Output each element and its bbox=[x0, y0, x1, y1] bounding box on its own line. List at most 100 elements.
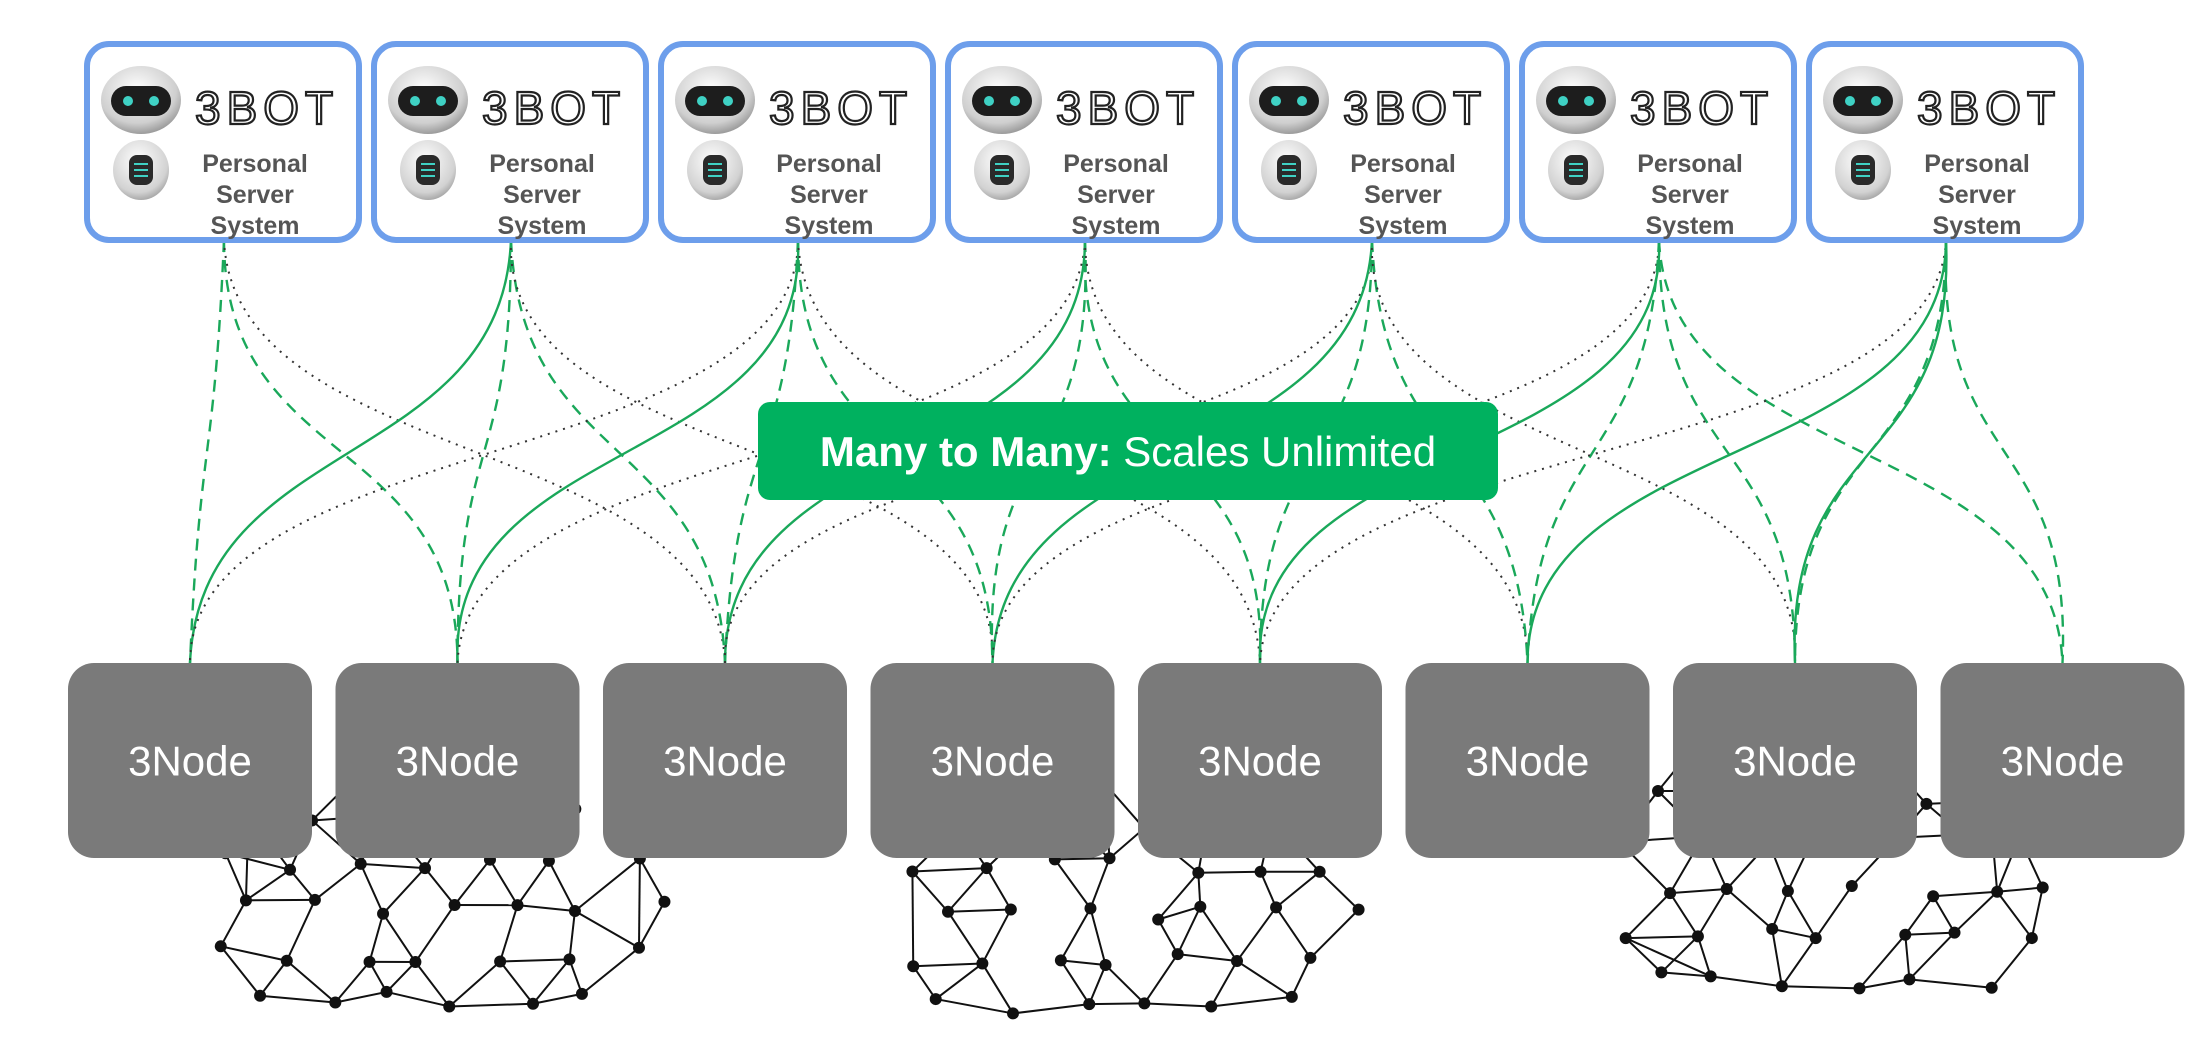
mesh-edge bbox=[1905, 931, 1955, 936]
mesh-edge bbox=[1309, 908, 1360, 959]
connection-dashed bbox=[509, 239, 727, 664]
mesh-edge bbox=[574, 910, 640, 949]
node-background bbox=[68, 663, 312, 858]
mesh-edge bbox=[568, 910, 576, 960]
connection-dashed bbox=[1657, 239, 1797, 664]
mesh-edge bbox=[1236, 960, 1293, 998]
mesh-vertex bbox=[2025, 932, 2038, 945]
bot-caption-line: Personal bbox=[1924, 150, 2030, 178]
mesh-vertex bbox=[563, 953, 576, 966]
mesh-edge bbox=[1990, 937, 2033, 989]
mesh-edge bbox=[334, 961, 371, 1004]
banner-rest: Scales Unlimited bbox=[1112, 428, 1436, 475]
mesh-vertex bbox=[1205, 1000, 1218, 1013]
bot-logo-text: 3BOT bbox=[769, 82, 913, 134]
node-background bbox=[603, 663, 847, 858]
mesh-edge bbox=[1089, 908, 1107, 966]
mesh-edge bbox=[1669, 892, 1699, 937]
node-box: 3Node bbox=[335, 663, 580, 858]
bot-logo-text: 3BOT bbox=[1056, 82, 1200, 134]
connection-dotted bbox=[1370, 239, 1797, 664]
mesh-edge bbox=[1259, 871, 1277, 908]
mesh-edge bbox=[532, 992, 583, 1005]
mesh-edge bbox=[1997, 886, 2043, 893]
mesh-vertex bbox=[1084, 902, 1097, 915]
node-label: 3Node bbox=[1466, 738, 1590, 785]
bot-logo-text: 3BOT bbox=[195, 82, 339, 134]
node-box: 3Node bbox=[1940, 663, 2185, 858]
mesh-vertex bbox=[1991, 885, 2004, 898]
mesh-edge bbox=[1661, 971, 1711, 978]
mesh-vertex bbox=[511, 899, 524, 912]
mesh-vertex bbox=[1691, 930, 1704, 943]
mesh-vertex bbox=[907, 960, 920, 973]
mesh-vertex bbox=[1720, 883, 1733, 896]
mesh-edge bbox=[424, 867, 456, 906]
mesh-edge bbox=[516, 860, 550, 906]
mesh-edge bbox=[285, 899, 316, 962]
mesh-vertex bbox=[658, 895, 671, 908]
bot-logo-text: 3BOT bbox=[1343, 82, 1487, 134]
mesh-vertex bbox=[929, 993, 942, 1006]
node-background bbox=[335, 663, 580, 858]
mesh-vertex bbox=[443, 1000, 456, 1013]
mesh-edge bbox=[220, 945, 288, 962]
mesh-vertex bbox=[1655, 966, 1668, 979]
mesh-edge bbox=[1060, 959, 1091, 1005]
mesh-vertex bbox=[1664, 887, 1677, 900]
mesh-edge bbox=[1904, 934, 1911, 980]
mesh-edge bbox=[499, 904, 519, 962]
mesh-vertex bbox=[568, 904, 581, 917]
mesh-edge bbox=[532, 958, 571, 1005]
mesh-edge bbox=[286, 959, 336, 1004]
banner-bold: Many to Many: bbox=[820, 428, 1112, 475]
mesh-edge bbox=[489, 859, 519, 906]
mesh-edge bbox=[1696, 936, 1712, 977]
mesh-edge bbox=[2030, 887, 2044, 939]
bot-caption-line: Personal bbox=[1350, 150, 1456, 178]
mesh-edge bbox=[1771, 928, 1783, 987]
mesh-edge bbox=[574, 857, 641, 912]
mesh-edge bbox=[245, 868, 291, 902]
mesh-edge bbox=[1771, 890, 1789, 930]
mesh-edge bbox=[1909, 978, 1992, 989]
mesh-edge bbox=[913, 962, 983, 968]
robot-icon bbox=[1823, 66, 1903, 200]
mesh-edge bbox=[1771, 927, 1816, 940]
mesh-vertex bbox=[380, 985, 393, 998]
mesh-edge bbox=[1787, 890, 1817, 939]
connection-solid bbox=[188, 239, 513, 664]
connection-dashed bbox=[1526, 239, 1661, 664]
node-background bbox=[1940, 663, 2185, 858]
mesh-vertex bbox=[1171, 948, 1184, 961]
mesh-vertex bbox=[1766, 922, 1779, 935]
mesh-vertex bbox=[1230, 955, 1243, 968]
connection-dashed bbox=[456, 239, 513, 664]
mesh-vertex bbox=[1103, 852, 1116, 865]
connection-dotted bbox=[223, 239, 726, 664]
mesh-vertex bbox=[363, 955, 376, 968]
mesh-edge bbox=[1054, 857, 1110, 861]
mesh-edge bbox=[1089, 857, 1111, 909]
mesh-vertex bbox=[1920, 797, 1933, 810]
mesh-vertex bbox=[1652, 785, 1665, 798]
node-label: 3Node bbox=[1198, 738, 1322, 785]
mesh-vertex bbox=[1845, 880, 1858, 893]
mesh-vertex bbox=[2036, 881, 2049, 894]
node-label: 3Node bbox=[1733, 738, 1857, 785]
connection-solid bbox=[456, 239, 800, 664]
bot-caption-line: System bbox=[498, 212, 587, 240]
mesh-vertex bbox=[284, 863, 297, 876]
mesh-edge bbox=[1953, 891, 1998, 934]
bot-caption-line: Personal bbox=[1063, 150, 1169, 178]
mesh-edge bbox=[335, 990, 387, 1004]
mesh-edge bbox=[1814, 885, 1853, 939]
mesh-vertex bbox=[1985, 981, 1998, 994]
mesh-edge bbox=[499, 960, 534, 1005]
connection-dashed bbox=[1083, 239, 1262, 664]
